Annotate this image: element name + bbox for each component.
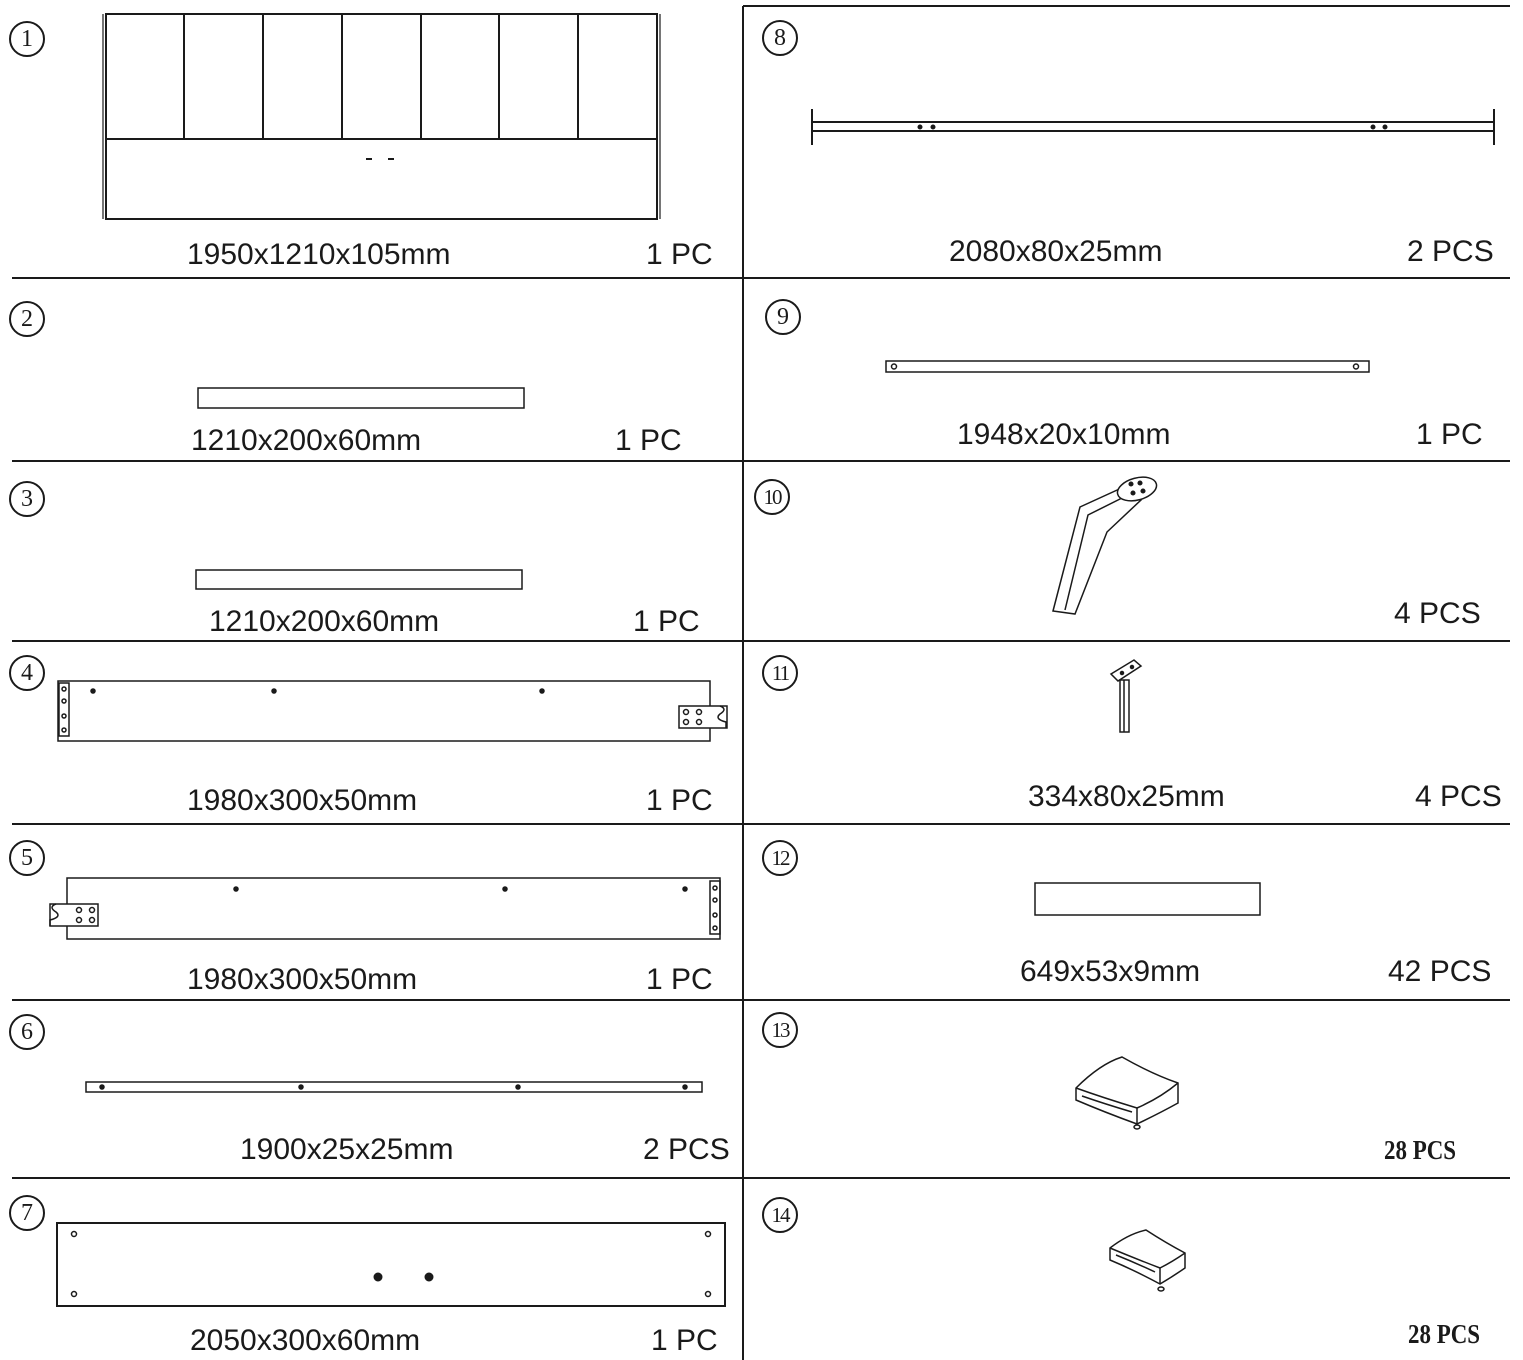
part-3-number-badge: 3: [9, 481, 45, 517]
part-13-quantity: 28 PCS: [1384, 1135, 1457, 1165]
part-4-side-rail-drawing: [57, 680, 728, 742]
part-9-flat-bar-drawing: [885, 360, 1370, 373]
part-12-number-badge: 12: [762, 840, 798, 876]
part-9-number-badge: 9: [765, 299, 801, 335]
part-1-number-badge: 1: [9, 21, 45, 57]
part-12-dimensions: 649x53x9mm: [1020, 955, 1201, 988]
part-3-dimensions: 1210x200x60mm: [209, 605, 440, 638]
part-6-quantity: 2 PCS: [643, 1133, 730, 1166]
part-2-quantity: 1 PC: [615, 424, 682, 457]
part-5-number-badge: 5: [9, 840, 45, 876]
part-1-dimensions: 1950x1210x105mm: [187, 238, 451, 271]
part-8-center-beam-drawing: [811, 109, 1495, 145]
part-5-side-rail-drawing: [49, 877, 721, 940]
part-13-slat-holder-drawing: [1075, 1056, 1179, 1130]
part-14-number-badge: 14: [762, 1197, 798, 1233]
part-13-number-badge: 13: [762, 1012, 798, 1048]
part-7-dimensions: 2050x300x60mm: [190, 1324, 421, 1357]
part-10-quantity: 4 PCS: [1394, 597, 1481, 630]
part-6-number-badge: 6: [9, 1014, 45, 1050]
part-6-thin-bar-drawing: [85, 1081, 703, 1093]
part-14-slat-holder-drawing: [1109, 1229, 1186, 1292]
part-10-number-badge: 10: [754, 479, 790, 515]
part-4-number-badge: 4: [9, 655, 45, 691]
part-4-quantity: 1 PC: [646, 784, 713, 817]
part-7-footboard-drawing: [56, 1222, 726, 1307]
part-7-number-badge: 7: [9, 1195, 45, 1231]
part-11-number-badge: 11: [762, 655, 798, 691]
part-10-angled-leg-drawing: [1052, 476, 1158, 615]
part-9-dimensions: 1948x20x10mm: [957, 418, 1171, 451]
part-2-dimensions: 1210x200x60mm: [191, 424, 422, 457]
part-8-quantity: 2 PCS: [1407, 235, 1494, 268]
part-1-quantity: 1 PC: [646, 238, 713, 271]
part-1-headboard-drawing: [102, 13, 661, 220]
part-3-quantity: 1 PC: [633, 605, 700, 638]
part-2-number-badge: 2: [9, 301, 45, 337]
part-9-quantity: 1 PC: [1416, 418, 1483, 451]
part-4-dimensions: 1980x300x50mm: [187, 784, 418, 817]
part-8-number-badge: 8: [762, 20, 798, 56]
part-11-quantity: 4 PCS: [1415, 780, 1502, 813]
part-11-dimensions: 334x80x25mm: [1028, 780, 1225, 813]
part-6-dimensions: 1900x25x25mm: [240, 1133, 454, 1166]
part-5-quantity: 1 PC: [646, 963, 713, 996]
part-12-quantity: 42 PCS: [1388, 955, 1492, 988]
grid-lines: [12, 5, 1510, 1360]
part-12-slat-drawing: [1034, 882, 1261, 916]
part-2-board-drawing: [197, 387, 525, 409]
part-14-quantity: 28 PCS: [1408, 1319, 1481, 1349]
part-11-support-leg-drawing: [1109, 659, 1143, 733]
part-5-dimensions: 1980x300x50mm: [187, 963, 418, 996]
part-8-dimensions: 2080x80x25mm: [949, 235, 1163, 268]
part-3-board-drawing: [195, 569, 523, 590]
part-7-quantity: 1 PC: [651, 1324, 718, 1357]
